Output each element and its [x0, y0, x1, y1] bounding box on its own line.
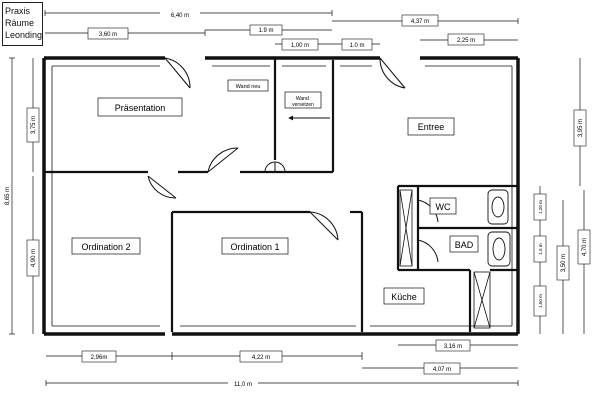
shafts [399, 189, 491, 329]
room-ordination-1: Ordination 1 [230, 242, 279, 252]
praesentation-box [97, 97, 183, 117]
dim-top-10: 1.0 m [349, 43, 364, 49]
dim-left-490: 4,90 m [31, 249, 37, 267]
dim-top-437: 4,37 m [411, 19, 429, 25]
dim-box [435, 339, 471, 352]
dim-right-150b: 1,50 m [538, 294, 543, 308]
wand-versetzen-line-1: Wand [296, 96, 309, 102]
title-line-1: Praxis [5, 6, 31, 16]
room-bad: BAD [455, 240, 474, 250]
dim-box [26, 239, 40, 277]
ordination2-box [71, 237, 141, 255]
title-line-3: Leonding [5, 30, 43, 40]
dim-top-100: 1,00 m [291, 43, 309, 49]
title-line-2: Räume [5, 18, 35, 28]
dim-box [533, 193, 547, 221]
dim-box [573, 109, 587, 147]
room-ordination-2: Ordination 2 [81, 242, 130, 252]
dim-box [26, 107, 40, 143]
dim-box [533, 235, 547, 263]
dim-box [447, 33, 485, 46]
entree-box [407, 117, 455, 136]
dim-top-190: 1.9 m [258, 28, 273, 34]
dim-right-470: 4,70 m [582, 238, 588, 256]
dim-left-375: 3,75 m [31, 116, 37, 134]
dim-bottom-422: 4,22 m [252, 355, 270, 361]
title-block: Praxis Räume Leonding [2, 2, 43, 46]
dim-box [341, 38, 373, 51]
dim-right-350: 3,50 m [561, 254, 567, 272]
dim-box [249, 24, 283, 36]
dim-box [228, 379, 258, 388]
dim-box [160, 9, 200, 19]
dim-top-360: 3,60 m [99, 32, 117, 38]
wand-versetzen-note: Wand versetzen [292, 96, 314, 108]
dim-box [239, 350, 283, 363]
dim-top-640: 6,40 m [171, 13, 189, 19]
wand-versetzen-line-2: versetzen [292, 102, 314, 108]
dim-box [577, 229, 591, 265]
room-praesentation: Präsentation [115, 103, 166, 113]
dim-bottom-296: 2,96m [91, 355, 108, 361]
bad-box [449, 235, 479, 253]
wand-neu-box [227, 79, 269, 92]
room-labels: Präsentation Entree Ordination 2 Ordinat… [71, 97, 479, 305]
dim-box [281, 38, 319, 51]
dim-box [401, 14, 439, 27]
dim-box [533, 285, 547, 317]
dimension-labels: 6,40 m 3,60 m 1.9 m 1,00 m 1.0 m 4,37 m … [81, 9, 485, 388]
wand-versetzen-box [284, 91, 322, 109]
room-wc: WC [436, 202, 451, 212]
kueche-box [383, 287, 425, 305]
inner-wall-lines [51, 65, 513, 327]
wc-box [429, 197, 457, 215]
outer-walls [42, 56, 520, 336]
vertical-dimension-labels: 8,65 m 3,75 m 4,90 m 3,95 m 1,20 m 1,5 m… [5, 107, 591, 317]
dim-box [81, 350, 117, 363]
dim-bottom-407: 4,07 m [433, 367, 451, 373]
dim-right-395: 3,95 m [578, 119, 584, 137]
doors [147, 57, 439, 263]
ordination1-box [221, 237, 289, 255]
dim-bottom-1100: 11,0 m [234, 382, 252, 388]
dim-box [556, 245, 570, 281]
dim-box [423, 362, 461, 375]
dim-right-120: 1,20 m [538, 200, 543, 214]
dim-bottom-316: 3,16 m [444, 344, 462, 350]
dim-box [87, 27, 129, 40]
room-entree: Entree [418, 122, 445, 132]
sanitary-fixtures [487, 189, 511, 267]
wand-neu-note: Wand neu [236, 84, 261, 90]
interior-walls [44, 58, 518, 332]
dim-right-150: 1,5 m [538, 243, 543, 255]
room-kueche: Küche [391, 292, 417, 302]
dim-top-225: 2,25 m [457, 38, 475, 44]
dim-left-865: 8,65 m [5, 187, 11, 205]
